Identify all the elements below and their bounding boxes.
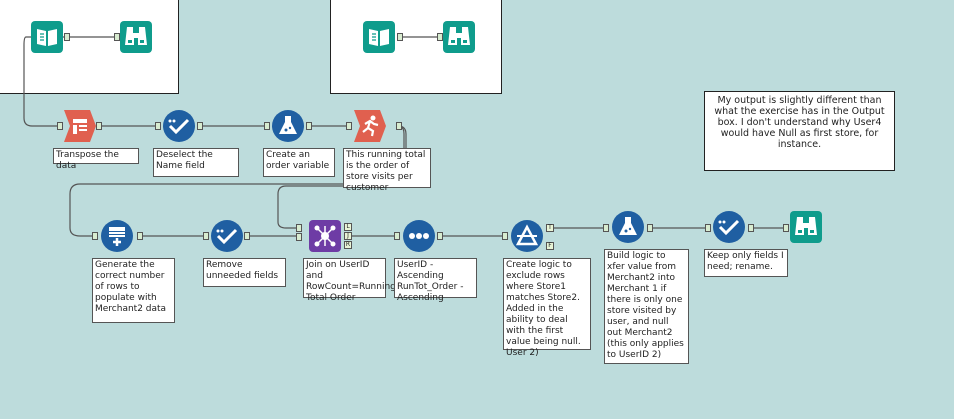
browse-tool[interactable] [120, 21, 152, 53]
annotation-filter: Create logic to exclude rows where Store… [503, 258, 591, 358]
sort-icon [403, 220, 435, 252]
select-tool[interactable] [163, 110, 195, 142]
output-anchor[interactable] [64, 33, 70, 41]
select-tool[interactable] [211, 220, 243, 252]
filter-icon [511, 220, 543, 252]
input-tool[interactable] [31, 21, 63, 53]
generate-rows-icon [101, 220, 133, 252]
flask-icon [612, 211, 644, 243]
input-anchor[interactable] [57, 122, 63, 130]
annotation-order-variable: Create an order variable [263, 148, 335, 177]
input-anchor[interactable] [603, 224, 609, 232]
input-anchor[interactable] [296, 224, 302, 232]
generate-rows-tool[interactable] [101, 220, 133, 252]
input-tool[interactable] [363, 21, 395, 53]
input-anchor[interactable] [264, 122, 270, 130]
input-anchor[interactable] [296, 233, 302, 241]
output-anchor[interactable] [647, 224, 653, 232]
output-anchor[interactable] [96, 122, 102, 130]
input-anchor[interactable] [394, 232, 400, 240]
output-anchor[interactable] [748, 224, 754, 232]
filter-false-anchor[interactable]: F [546, 242, 554, 250]
binoculars-icon [443, 21, 475, 53]
wire-input-to-transpose [23, 36, 67, 127]
binoculars-icon [120, 21, 152, 53]
output-anchor[interactable] [244, 232, 250, 240]
join-icon [309, 220, 341, 252]
wire-runtotal-to-generate [69, 125, 407, 237]
formula-tool[interactable] [272, 110, 304, 142]
input-anchor[interactable] [346, 122, 352, 130]
flask-icon [272, 110, 304, 142]
annotation-keep-fields: Keep only fields I need; rename. [704, 249, 788, 277]
annotation-running-total: This running total is the order of store… [343, 148, 431, 193]
comment-box[interactable]: My output is slightly different than wha… [704, 91, 895, 171]
checkmark-icon [163, 110, 195, 142]
input-anchor[interactable] [155, 122, 161, 130]
runner-icon [354, 110, 386, 142]
running-total-tool[interactable] [354, 110, 386, 142]
annotation-remove-fields: Remove unneeded fields [203, 258, 286, 287]
input-anchor[interactable] [114, 33, 120, 41]
book-icon [363, 21, 395, 53]
join-tool[interactable] [309, 220, 341, 252]
select-tool[interactable] [713, 211, 745, 243]
annotation-deselect: Deselect the Name field [153, 148, 239, 177]
binoculars-icon [790, 211, 822, 243]
input-anchor[interactable] [92, 232, 98, 240]
transpose-tool[interactable] [64, 110, 96, 142]
output-anchor[interactable] [396, 122, 402, 130]
input-anchor[interactable] [203, 232, 209, 240]
annotation-transpose: Transpose the data [53, 148, 139, 171]
join-left-anchor[interactable]: L [344, 223, 352, 231]
output-anchor[interactable] [437, 232, 443, 240]
browse-tool[interactable] [443, 21, 475, 53]
book-icon [31, 21, 63, 53]
annotation-xfer-logic: Build logic to xfer value from Merchant2… [604, 249, 689, 364]
filter-tool[interactable] [511, 220, 543, 252]
wire-runtotal-to-join [277, 125, 405, 229]
checkmark-icon [211, 220, 243, 252]
output-anchor[interactable] [306, 122, 312, 130]
input-anchor[interactable] [783, 224, 789, 232]
input-anchor[interactable] [705, 224, 711, 232]
join-right-anchor[interactable]: R [344, 241, 352, 249]
output-anchor[interactable] [197, 122, 203, 130]
formula-tool[interactable] [612, 211, 644, 243]
browse-tool[interactable] [790, 211, 822, 243]
checkmark-icon [713, 211, 745, 243]
transpose-icon [64, 110, 96, 142]
annotation-join: Join on UserID and RowCount=Running Tota… [303, 258, 396, 303]
input-anchor[interactable] [437, 33, 443, 41]
output-anchor[interactable] [137, 232, 143, 240]
sort-tool[interactable] [403, 220, 435, 252]
filter-true-anchor[interactable]: T [546, 224, 554, 232]
join-inner-anchor[interactable]: J [344, 232, 352, 240]
annotation-generate-rows: Generate the correct number of rows to p… [92, 258, 175, 323]
input-anchor[interactable] [502, 232, 508, 240]
output-anchor[interactable] [397, 33, 403, 41]
annotation-sort: UserID - Ascending RunTot_Order - Ascend… [394, 258, 477, 303]
